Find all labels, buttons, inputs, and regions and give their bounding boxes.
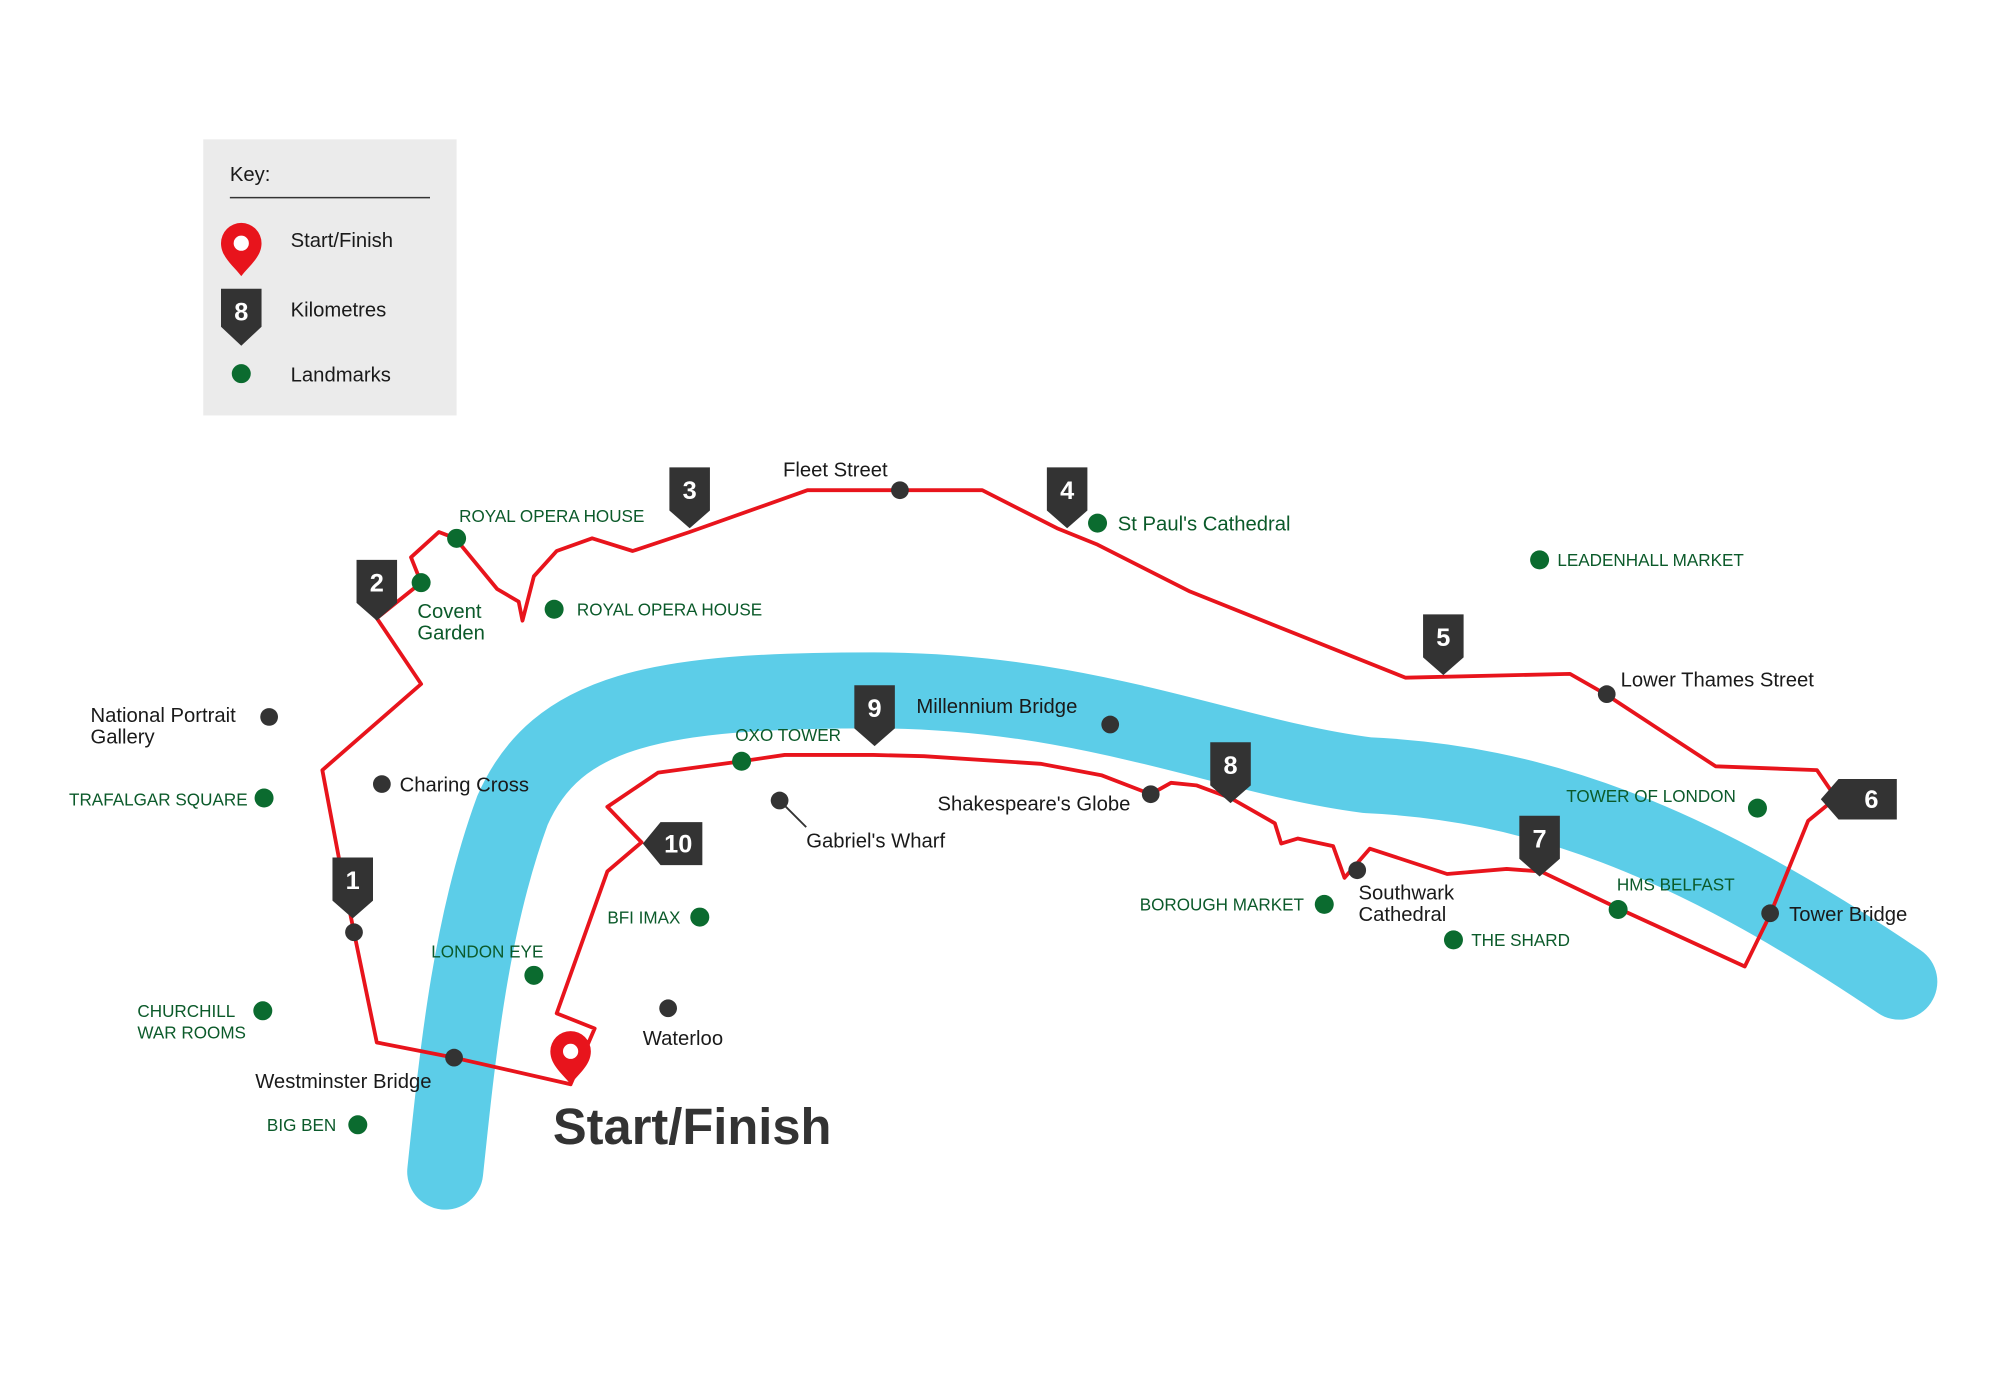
- start-finish-label: Start/Finish: [553, 1098, 832, 1155]
- svg-text:10: 10: [664, 830, 692, 858]
- svg-text:Shakespeare's Globe: Shakespeare's Globe: [937, 794, 1130, 816]
- key-kilometres-label: Kilometres: [291, 300, 387, 322]
- svg-text:2: 2: [370, 570, 384, 598]
- stop-westminster-bridge: Westminster Bridge: [255, 1048, 463, 1093]
- stop-km1-point: [345, 923, 363, 942]
- route-line: [320, 488, 1838, 1087]
- svg-text:OXO TOWER: OXO TOWER: [735, 726, 841, 745]
- km-marker-7: 7: [1519, 815, 1560, 877]
- key-landmarks-label: Landmarks: [291, 364, 391, 386]
- svg-text:9: 9: [868, 695, 882, 723]
- stop-waterloo: Waterloo: [643, 999, 723, 1050]
- km-marker-4: 4: [1046, 467, 1088, 529]
- svg-text:Southwark: Southwark: [1358, 882, 1455, 904]
- svg-text:ROYAL OPERA HOUSE: ROYAL OPERA HOUSE: [577, 601, 762, 620]
- stop-fleet-street: Fleet Street: [783, 459, 909, 500]
- km-marker-5: 5: [1423, 614, 1464, 676]
- landmark-the-shard: THE SHARD: [1443, 930, 1570, 950]
- svg-text:CHURCHILL: CHURCHILL: [137, 1002, 235, 1021]
- stop-lower-thames-street: Lower Thames Street: [1597, 670, 1815, 703]
- landmark-big-ben: BIG BEN: [267, 1115, 368, 1135]
- landmark-hms-belfast: HMS BELFAST: [1608, 875, 1735, 919]
- svg-text:6: 6: [1864, 786, 1878, 814]
- landmark-oxo-tower: OXO TOWER: [732, 726, 841, 771]
- svg-text:TOWER OF LONDON: TOWER OF LONDON: [1566, 787, 1736, 806]
- landmark-dot-icon: [231, 364, 251, 384]
- svg-text:National Portrait: National Portrait: [91, 705, 237, 727]
- km-marker-6: 6: [1820, 779, 1897, 820]
- start-finish-pin: [550, 1031, 591, 1085]
- stop-charing-cross: Charing Cross: [373, 775, 529, 797]
- svg-text:Garden: Garden: [417, 623, 485, 645]
- svg-text:4: 4: [1060, 477, 1074, 505]
- svg-text:8: 8: [1223, 752, 1237, 780]
- svg-text:Charing Cross: Charing Cross: [400, 775, 529, 797]
- stop-national-portrait-gallery: National Portrait Gallery: [91, 705, 278, 749]
- km-markers: 1 2 3 4 5 6 7 8: [332, 467, 1897, 919]
- svg-text:Tower Bridge: Tower Bridge: [1789, 904, 1907, 926]
- map-key: Key: Start/Finish 8 Kilometres Landmarks: [203, 139, 457, 416]
- svg-text:Covent: Covent: [417, 601, 482, 623]
- svg-text:8: 8: [234, 298, 248, 326]
- svg-text:BFI IMAX: BFI IMAX: [607, 908, 681, 927]
- svg-text:Westminster Bridge: Westminster Bridge: [255, 1071, 431, 1093]
- km-marker-1: 1: [332, 857, 373, 919]
- landmark-royal-opera-house: ROYAL OPERA HOUSE: [544, 599, 762, 620]
- landmark-churchill-war-rooms: CHURCHILL WAR ROOMS: [137, 1001, 273, 1043]
- start-finish-pin-icon: [221, 222, 262, 277]
- svg-text:TRAFALGAR SQUARE: TRAFALGAR SQUARE: [69, 791, 248, 810]
- stop-southwark-cathedral: Southwark Cathedral: [1348, 861, 1455, 926]
- svg-text:1: 1: [346, 867, 360, 895]
- svg-text:LONDON EYE: LONDON EYE: [431, 943, 543, 962]
- stop-shakespeares-globe: Shakespeare's Globe: [937, 785, 1160, 816]
- landmark-royal-opera-house-upper: ROYAL OPERA HOUSE: [447, 507, 644, 548]
- svg-text:7: 7: [1533, 825, 1547, 853]
- stop-gabriels-wharf: Gabriel's Wharf: [770, 791, 945, 852]
- km-marker-8: 8: [1210, 742, 1251, 804]
- svg-text:5: 5: [1436, 624, 1450, 652]
- landmark-london-eye: LONDON EYE: [431, 943, 544, 985]
- landmark-tower-of-london: TOWER OF LONDON: [1566, 787, 1767, 818]
- svg-text:Fleet Street: Fleet Street: [783, 459, 888, 481]
- stop-millennium-bridge: Millennium Bridge: [916, 696, 1120, 734]
- river-thames: [407, 652, 1938, 1210]
- landmark-st-pauls-cathedral: St Paul's Cathedral: [1088, 513, 1291, 536]
- km-marker-10: 10: [642, 822, 703, 866]
- landmark-trafalgar-square: TRAFALGAR SQUARE: [69, 788, 274, 810]
- svg-text:St Paul's Cathedral: St Paul's Cathedral: [1118, 514, 1291, 536]
- landmark-leadenhall-market: LEADENHALL MARKET: [1530, 550, 1744, 570]
- landmark-bfi-imax: BFI IMAX: [607, 907, 710, 927]
- svg-text:Millennium Bridge: Millennium Bridge: [916, 696, 1077, 718]
- svg-text:3: 3: [683, 477, 697, 505]
- kilometre-marker-icon: 8: [221, 288, 262, 346]
- svg-text:HMS BELFAST: HMS BELFAST: [1617, 875, 1735, 894]
- km-marker-9: 9: [854, 685, 895, 747]
- svg-text:BIG BEN: BIG BEN: [267, 1116, 336, 1135]
- svg-text:ROYAL OPERA HOUSE: ROYAL OPERA HOUSE: [459, 507, 644, 526]
- svg-text:LEADENHALL MARKET: LEADENHALL MARKET: [1557, 551, 1744, 570]
- km-marker-2: 2: [356, 559, 398, 621]
- km-marker-3: 3: [669, 467, 710, 529]
- landmarks: ROYAL OPERA HOUSE ROYAL OPERA HOUSE Cove…: [69, 507, 1767, 1135]
- svg-text:Waterloo: Waterloo: [643, 1028, 723, 1050]
- landmark-borough-market: BOROUGH MARKET: [1140, 894, 1334, 915]
- svg-text:Gallery: Gallery: [91, 727, 156, 749]
- key-title: Key:: [230, 164, 271, 186]
- svg-text:Cathedral: Cathedral: [1358, 904, 1446, 926]
- svg-text:BOROUGH MARKET: BOROUGH MARKET: [1140, 896, 1305, 915]
- stop-tower-bridge: Tower Bridge: [1761, 904, 1907, 926]
- landmark-covent-garden: Covent Garden: [411, 573, 485, 645]
- svg-text:THE SHARD: THE SHARD: [1471, 931, 1570, 950]
- svg-text:WAR ROOMS: WAR ROOMS: [137, 1024, 246, 1043]
- route-stops: Fleet Street Lower Thames Street Tower B…: [91, 459, 1908, 1093]
- svg-text:Lower Thames Street: Lower Thames Street: [1621, 670, 1815, 692]
- svg-text:Gabriel's Wharf: Gabriel's Wharf: [806, 830, 945, 852]
- key-start-finish-label: Start/Finish: [291, 230, 393, 252]
